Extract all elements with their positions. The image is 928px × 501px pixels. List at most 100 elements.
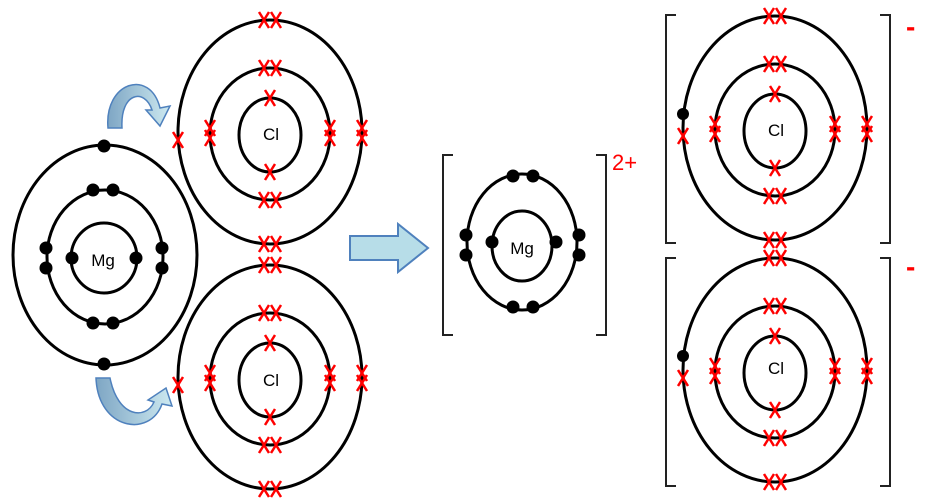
mg-ion-charge: 2+ bbox=[612, 150, 637, 175]
mg-electron-dot bbox=[97, 139, 111, 153]
cl-electron-cross bbox=[203, 129, 217, 147]
cl-shell-outer bbox=[176, 263, 364, 491]
cl-electron-cross bbox=[762, 473, 776, 491]
cl-electron-cross bbox=[257, 256, 271, 274]
cl-electron-cross bbox=[774, 7, 788, 25]
cl-electron-cross bbox=[269, 436, 283, 454]
cl-electron-cross bbox=[263, 89, 277, 107]
mg-electron-dot bbox=[129, 251, 143, 265]
cl-electron-cross bbox=[257, 436, 271, 454]
curved-arrow-top-icon bbox=[107, 83, 172, 129]
mg-electron-dot bbox=[97, 357, 111, 371]
mg-electron-dot bbox=[572, 248, 586, 262]
cl-shell-middle bbox=[208, 66, 332, 202]
cl-electron-cross bbox=[263, 163, 277, 181]
mg-electron-dot bbox=[485, 235, 499, 249]
cl-shell-outer bbox=[681, 14, 869, 242]
cl-electron-cross bbox=[828, 367, 842, 385]
transferred-mg-electron-dot bbox=[677, 350, 689, 362]
cl-electron-cross bbox=[762, 231, 776, 249]
cl-shell-outer bbox=[681, 256, 869, 484]
cl-electron-cross bbox=[762, 249, 776, 267]
mg-electron-dot bbox=[506, 169, 520, 183]
cl-electron-cross bbox=[355, 374, 369, 392]
mg-electron-dot bbox=[526, 169, 540, 183]
cl-ion-top-right-bracket bbox=[880, 14, 891, 244]
cl-electron-cross bbox=[203, 374, 217, 392]
cl-electron-cross bbox=[774, 297, 788, 315]
mg-electron-dot bbox=[39, 241, 53, 255]
cl-electron-cross bbox=[263, 408, 277, 426]
cl-electron-cross bbox=[257, 191, 271, 209]
mg-electron-dot bbox=[86, 316, 100, 330]
cl-electron-cross bbox=[269, 11, 283, 29]
mg-ion-shell-outer bbox=[465, 172, 579, 312]
mg-shell-middle bbox=[45, 188, 165, 326]
mg-electron-dot bbox=[155, 261, 169, 275]
transferred-mg-electron-dot bbox=[677, 108, 689, 120]
cl-electron-cross bbox=[323, 374, 337, 392]
cl-shell-middle bbox=[713, 304, 837, 440]
cl-electron-cross bbox=[774, 429, 788, 447]
cl-electron-cross bbox=[708, 125, 722, 143]
cl-electron-cross bbox=[860, 125, 874, 143]
cl-electron-cross bbox=[774, 231, 788, 249]
cl-electron-cross bbox=[774, 249, 788, 267]
mg-electron-dot bbox=[506, 300, 520, 314]
cl-electron-cross bbox=[171, 131, 185, 149]
cl-electron-cross bbox=[171, 376, 185, 394]
atom-shells-and-electrons bbox=[11, 7, 874, 498]
mg-electron-dot bbox=[65, 251, 79, 265]
cl-electron-cross bbox=[269, 191, 283, 209]
cl-shell-middle bbox=[208, 311, 332, 447]
cl-electron-cross bbox=[257, 235, 271, 253]
cl-ion-top-label: Cl bbox=[768, 121, 784, 140]
cl-electron-cross bbox=[762, 55, 776, 73]
cl-ion-top-charge: - bbox=[906, 11, 915, 42]
cl-electron-cross bbox=[762, 429, 776, 447]
cl-electron-cross bbox=[774, 473, 788, 491]
mg-ion-label: Mg bbox=[510, 239, 534, 258]
cl-electron-cross bbox=[355, 129, 369, 147]
cl-electron-cross bbox=[269, 59, 283, 77]
cl-electron-cross bbox=[269, 304, 283, 322]
mg-electron-dot bbox=[572, 228, 586, 242]
cl-electron-cross bbox=[768, 327, 782, 345]
curved-arrow-bottom-icon bbox=[95, 377, 174, 426]
cl-electron-cross bbox=[263, 334, 277, 352]
cl-ion-bottom-left-bracket bbox=[665, 257, 676, 487]
cl-electron-cross bbox=[762, 297, 776, 315]
mg-electron-dot bbox=[106, 183, 120, 197]
cl-electron-cross bbox=[774, 55, 788, 73]
cl-electron-cross bbox=[269, 235, 283, 253]
mg-atom-label: Mg bbox=[91, 251, 115, 270]
cl-electron-cross bbox=[762, 7, 776, 25]
cl-electron-cross bbox=[257, 304, 271, 322]
mg-ion-left-bracket bbox=[442, 154, 453, 336]
cl-shell-middle bbox=[713, 62, 837, 198]
cl-electron-cross bbox=[828, 125, 842, 143]
brackets bbox=[442, 14, 891, 487]
cl-electron-cross bbox=[774, 187, 788, 205]
cl-electron-cross bbox=[676, 127, 690, 145]
cl-electron-cross bbox=[269, 256, 283, 274]
mg-electron-dot bbox=[106, 316, 120, 330]
cl-electron-cross bbox=[323, 129, 337, 147]
cl-electron-cross bbox=[676, 369, 690, 387]
cl-shell-outer bbox=[176, 18, 364, 246]
cl-electron-cross bbox=[269, 480, 283, 498]
mg-electron-dot bbox=[155, 241, 169, 255]
mg-ion-right-bracket bbox=[596, 154, 607, 336]
mg-electron-dot bbox=[549, 235, 563, 249]
mg-electron-dot bbox=[39, 261, 53, 275]
cl-electron-cross bbox=[257, 59, 271, 77]
mg-electron-dot bbox=[459, 228, 473, 242]
cl-atom-top-label: Cl bbox=[263, 125, 279, 144]
cl-electron-cross bbox=[257, 11, 271, 29]
cl-ion-top-left-bracket bbox=[665, 14, 676, 244]
mg-electron-dot bbox=[459, 248, 473, 262]
cl-atom-bottom-label: Cl bbox=[263, 371, 279, 390]
cl-electron-cross bbox=[708, 367, 722, 385]
